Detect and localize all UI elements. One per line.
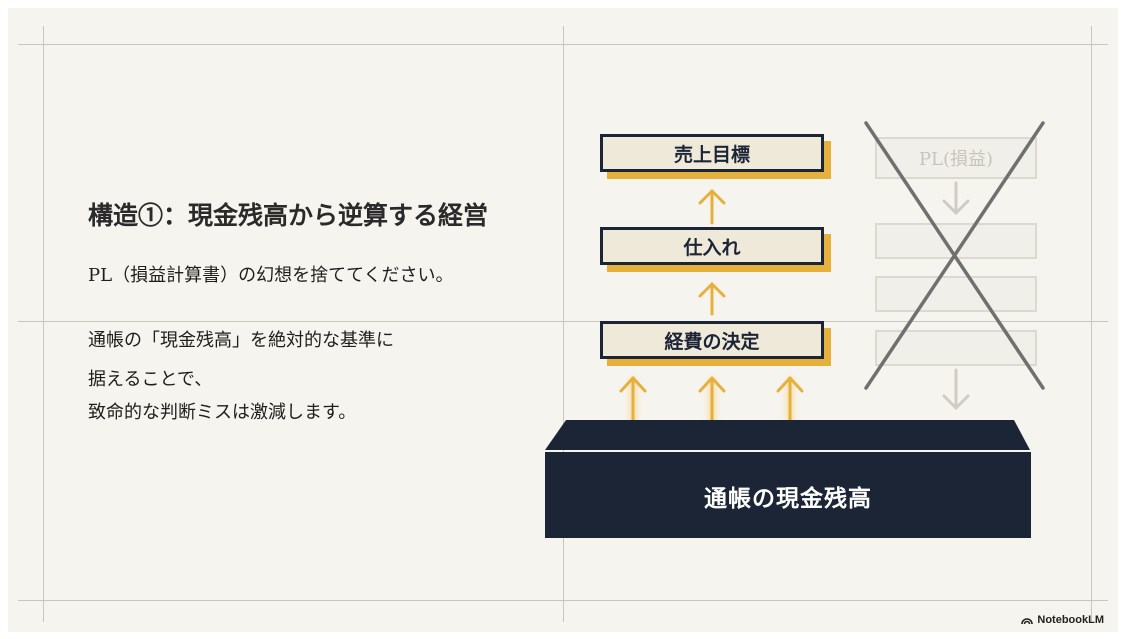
brand-logo: NotebookLM xyxy=(1021,614,1104,626)
diagram-graphics xyxy=(545,121,1045,538)
grid-line xyxy=(563,26,564,622)
up-arrow-icon xyxy=(698,189,726,225)
body-line-4: 致命的な判断ミスは激減します。 xyxy=(88,402,357,423)
body-line-2: 通帳の「現金残高」を絶対的な基準に xyxy=(88,330,394,351)
base-block-top xyxy=(545,420,1030,450)
brand-label: NotebookLM xyxy=(1037,614,1104,626)
pl-down-arrow-icon xyxy=(942,368,970,410)
sales-target-box: 売上目標 xyxy=(600,134,824,172)
body-line-3: 据えることで、 xyxy=(88,369,213,390)
base-block-front xyxy=(545,452,1031,538)
notebooklm-icon xyxy=(1021,618,1034,625)
pl-faded-box xyxy=(875,276,1037,312)
grid-line xyxy=(1091,26,1092,622)
purchasing-box: 仕入れ xyxy=(600,227,824,265)
grid-line xyxy=(43,26,44,622)
pl-down-arrow-icon xyxy=(942,181,970,215)
expense-decision-box: 経費の決定 xyxy=(600,321,824,359)
pl-box: PL(損益) xyxy=(875,137,1037,179)
cross-out-icon xyxy=(864,121,1045,390)
cash-balance-label: 通帳の現金残高 xyxy=(704,486,872,512)
up-arrow-icon xyxy=(698,282,726,316)
body-line-1: PL（損益計算書）の幻想を捨ててください。 xyxy=(88,265,454,286)
slide: 構造①：現金残高から逆算する経営 PL（損益計算書）の幻想を捨ててください。 通… xyxy=(8,8,1118,632)
slide-title: 構造①：現金残高から逆算する経営 xyxy=(88,201,489,230)
